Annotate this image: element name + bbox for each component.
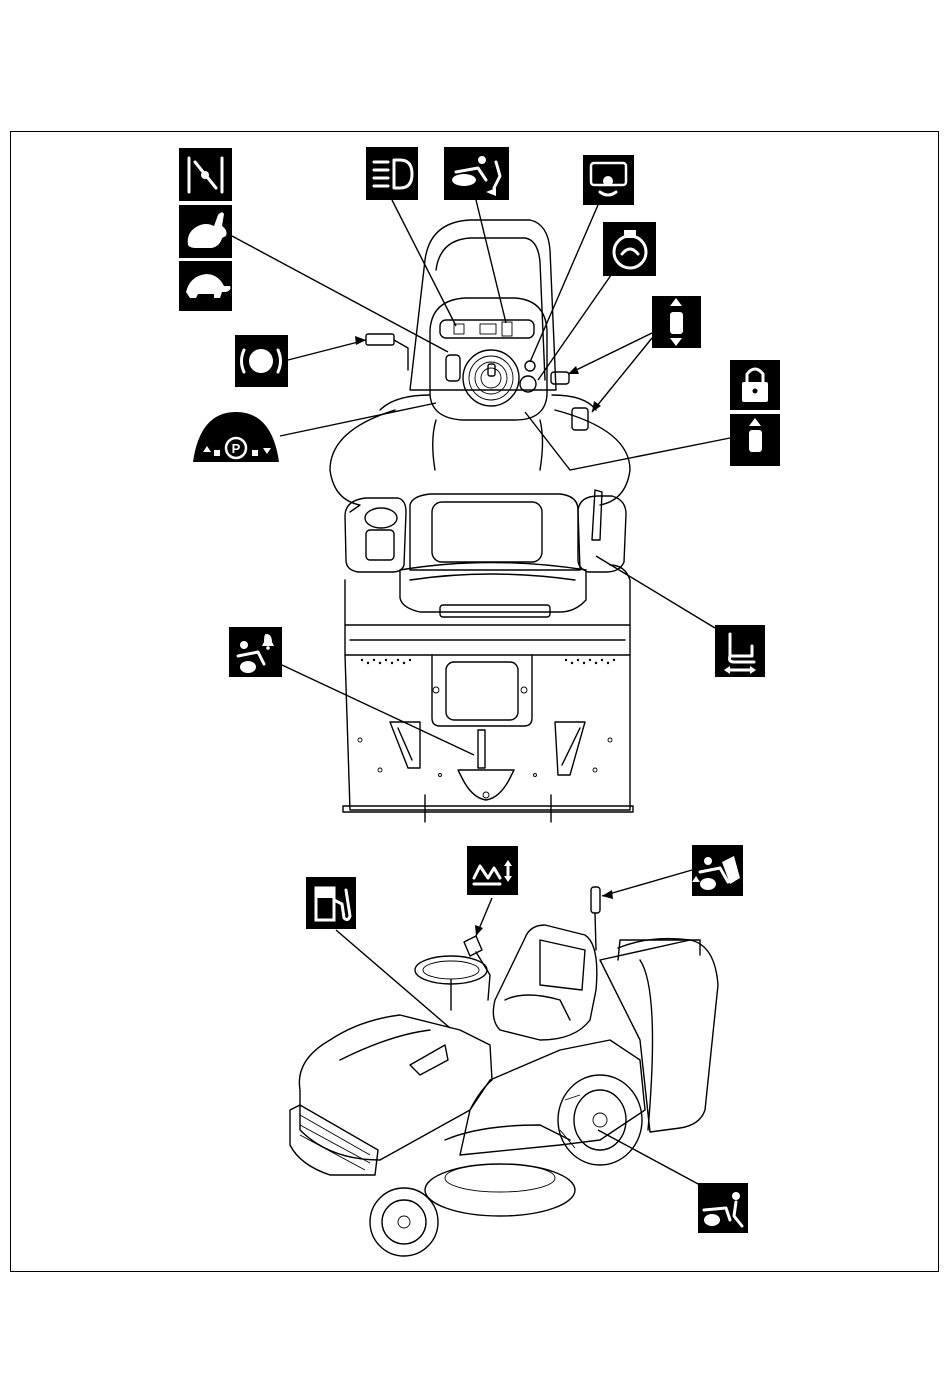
grass-bag-empty-icon (692, 845, 743, 896)
tractor-top-view (330, 220, 633, 822)
headlight-icon (366, 147, 418, 200)
fuel-icon (306, 877, 356, 929)
lock-icon (730, 360, 780, 410)
parking-brake-icon: P (193, 412, 279, 462)
svg-text:P: P (232, 441, 241, 456)
turtle-slow-icon (179, 261, 232, 311)
tractor-side-view (290, 887, 718, 1256)
ignition-icon (603, 222, 656, 276)
brake-icon (235, 335, 288, 387)
hour-meter-icon (583, 155, 634, 205)
rabbit-fast-icon (179, 205, 232, 258)
grass-bag-full-alarm-icon (229, 627, 282, 677)
cutting-height-icon (467, 846, 518, 895)
freewheel-icon (698, 1183, 748, 1233)
seat-adjust-icon (715, 625, 765, 677)
cutting-blades-icon (179, 148, 232, 201)
reverse-mowing-icon (444, 147, 509, 200)
forward-reverse-pedal-icon (652, 296, 701, 348)
forward-drive-icon (730, 414, 780, 466)
